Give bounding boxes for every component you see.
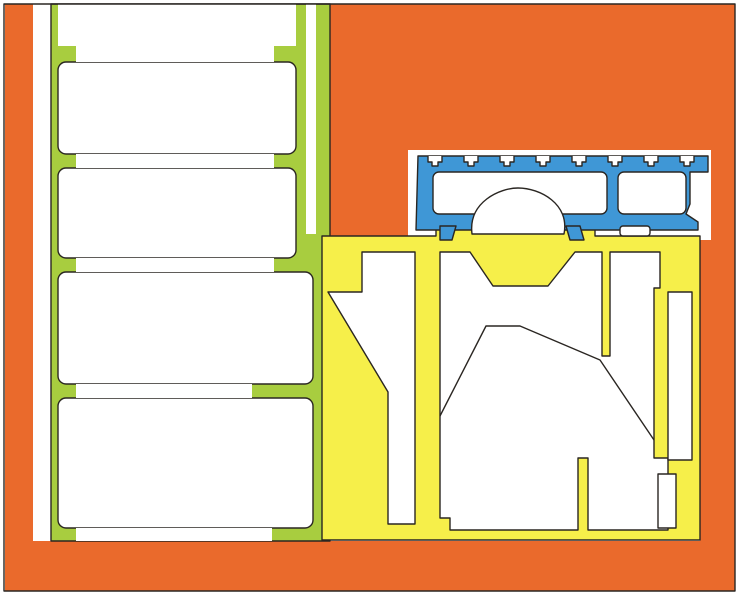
- green-cell-2: [57, 167, 297, 259]
- blue-tooth-notch: [607, 156, 623, 167]
- blue-tooth-notch: [535, 156, 551, 167]
- yellow-inner-line: [439, 325, 655, 441]
- orange-left-strip: [5, 4, 33, 541]
- blue-sash-profile: [415, 155, 709, 241]
- blue-tooth-notch: [643, 156, 659, 167]
- yellow-main-cavity: [327, 251, 416, 525]
- green-cell-1: [57, 61, 297, 155]
- green-top-notch: [58, 4, 296, 46]
- blue-gasket-slot: [619, 225, 651, 237]
- blue-tooth-notch: [499, 156, 515, 167]
- orange-right-strip: [700, 200, 735, 545]
- blue-lower-lip-right: [565, 225, 585, 241]
- green-bridge-4: [76, 384, 252, 398]
- blue-cavity-right: [617, 171, 687, 215]
- green-ladder-profile: [50, 3, 331, 542]
- yellow-frame-profile: [321, 225, 701, 541]
- green-right-channel: [306, 4, 316, 234]
- green-bridge-1: [76, 46, 274, 62]
- green-bridge-5: [76, 528, 272, 541]
- green-cell-3: [57, 271, 314, 385]
- blue-lower-lip: [439, 225, 457, 241]
- blue-round-chamber: [471, 187, 566, 235]
- yellow-bottom-foot: [657, 473, 677, 529]
- green-bridge-2: [76, 154, 274, 168]
- green-bridge-3: [76, 258, 274, 272]
- blue-tooth-notch: [571, 156, 587, 167]
- blue-tooth-notch: [463, 156, 479, 167]
- diagram-frame: [3, 3, 736, 592]
- blue-tooth-notch: [427, 156, 443, 167]
- yellow-center-cavity: [439, 251, 669, 531]
- blue-tooth-notch: [679, 156, 695, 167]
- orange-bottom-band: [5, 541, 735, 591]
- yellow-right-slot: [667, 291, 693, 461]
- green-cell-4: [57, 397, 314, 529]
